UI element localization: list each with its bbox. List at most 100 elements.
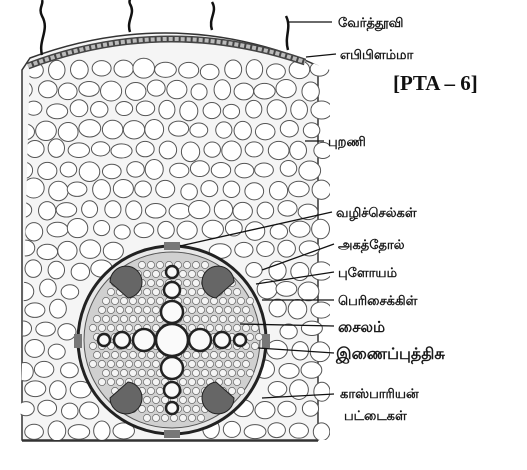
stele-cell xyxy=(111,351,118,358)
cortex-cell xyxy=(269,299,286,317)
stele-cell xyxy=(143,396,150,403)
stele-cell xyxy=(242,306,249,313)
stele-cell xyxy=(210,369,217,376)
cortex-cell xyxy=(61,363,79,378)
cortex-cell xyxy=(91,102,108,118)
stele-cell xyxy=(111,297,118,304)
cortex-cell xyxy=(214,200,232,219)
cortex-cell xyxy=(235,163,254,178)
stele-cell xyxy=(152,396,159,403)
cortex-cell xyxy=(288,300,307,319)
stele-cell xyxy=(179,414,186,421)
cortex-cell xyxy=(80,402,99,419)
stele-cell xyxy=(188,396,195,403)
stele-cell xyxy=(116,306,123,313)
cortex-cell xyxy=(18,402,35,416)
cortex-cell xyxy=(133,58,155,78)
cortex-cell xyxy=(204,142,221,157)
cortex-cell xyxy=(111,144,132,158)
stele-cell xyxy=(147,279,154,286)
stele-cell xyxy=(147,387,154,394)
stele-cell xyxy=(237,351,244,358)
stele-cell xyxy=(143,270,150,277)
cortex-cell xyxy=(255,163,274,177)
cortex-cell xyxy=(48,344,65,359)
stele-cell xyxy=(156,279,163,286)
cortex-cell xyxy=(169,204,191,219)
cortex-cell xyxy=(36,322,56,336)
stele-cell xyxy=(102,351,109,358)
cortex-cell xyxy=(147,80,165,96)
cortex-cell xyxy=(278,201,297,216)
cortex-cell xyxy=(93,180,111,200)
cortex-cell xyxy=(60,162,77,177)
stele-cell xyxy=(246,351,253,358)
cortex-cell xyxy=(127,162,144,177)
stele-cell xyxy=(102,315,109,322)
cortex-cell xyxy=(145,204,166,219)
cortex-cell xyxy=(113,179,133,197)
stele-cell xyxy=(228,315,235,322)
cortex-cell xyxy=(156,180,175,197)
label-pericycle: பெரிசைக்கிள் xyxy=(338,294,418,309)
stele-cell xyxy=(179,378,186,385)
cortex-cell xyxy=(188,200,209,218)
stele-cell xyxy=(147,351,154,358)
cortex-cell xyxy=(235,242,253,257)
cortex-cell xyxy=(40,279,57,297)
cortex-cell xyxy=(58,122,78,141)
cortex-cell xyxy=(80,240,101,259)
stele-cell xyxy=(143,306,150,313)
stele-cell xyxy=(107,360,114,367)
stele-cell xyxy=(251,342,258,349)
cortex-cell xyxy=(49,181,68,200)
cortex-cell xyxy=(312,219,330,239)
cortex-cell xyxy=(39,81,58,98)
stele-cell xyxy=(224,378,231,385)
cortex-cell xyxy=(91,142,109,156)
label-cortex: புறணி xyxy=(328,135,366,150)
label-xylem: சைலம் xyxy=(338,318,385,336)
cortex-cell xyxy=(102,120,123,139)
cortex-cell xyxy=(290,141,307,159)
cortex-cell xyxy=(58,324,76,340)
label-conjunctive-tissue: இணைப்புத்திசு xyxy=(335,344,445,364)
stele-cell xyxy=(125,324,132,331)
cortex-cell xyxy=(25,424,44,439)
stele-cell xyxy=(143,288,150,295)
cortex-cell xyxy=(17,240,35,256)
stele-cell xyxy=(183,369,190,376)
stele-cell xyxy=(120,351,127,358)
cortex-cell xyxy=(58,241,77,260)
label-root-hair: வேர்த்தூவி xyxy=(338,16,403,31)
stele-cell xyxy=(228,369,235,376)
stele-cell xyxy=(156,261,163,268)
cortex-cell xyxy=(48,421,66,441)
cortex-cell xyxy=(312,180,331,199)
cortex-cell xyxy=(222,141,242,161)
cortex-cell xyxy=(181,184,198,200)
stele-cell xyxy=(201,351,208,358)
stele-cell xyxy=(147,369,154,376)
xylem-vessel xyxy=(161,301,183,323)
cortex-cell xyxy=(214,80,231,100)
cortex-cell xyxy=(25,223,42,241)
cortex-cell xyxy=(311,262,332,280)
cortex-cell xyxy=(254,83,275,99)
xylem-vessel xyxy=(161,357,183,379)
stele-cell xyxy=(237,369,244,376)
label-phloem: புளோயம் xyxy=(338,266,398,281)
cortex-cell xyxy=(114,225,130,239)
cortex-cell xyxy=(38,400,57,416)
cortex-cell xyxy=(201,181,218,197)
stele-cell xyxy=(233,306,240,313)
cortex-cell xyxy=(116,102,133,116)
cortex-cell xyxy=(25,303,45,318)
stele-cell xyxy=(192,261,199,268)
cortex-cell xyxy=(278,401,296,417)
cortex-cell xyxy=(68,425,89,440)
cortex-cell xyxy=(103,242,123,260)
stele-cell xyxy=(224,360,231,367)
stele-cell xyxy=(219,351,226,358)
